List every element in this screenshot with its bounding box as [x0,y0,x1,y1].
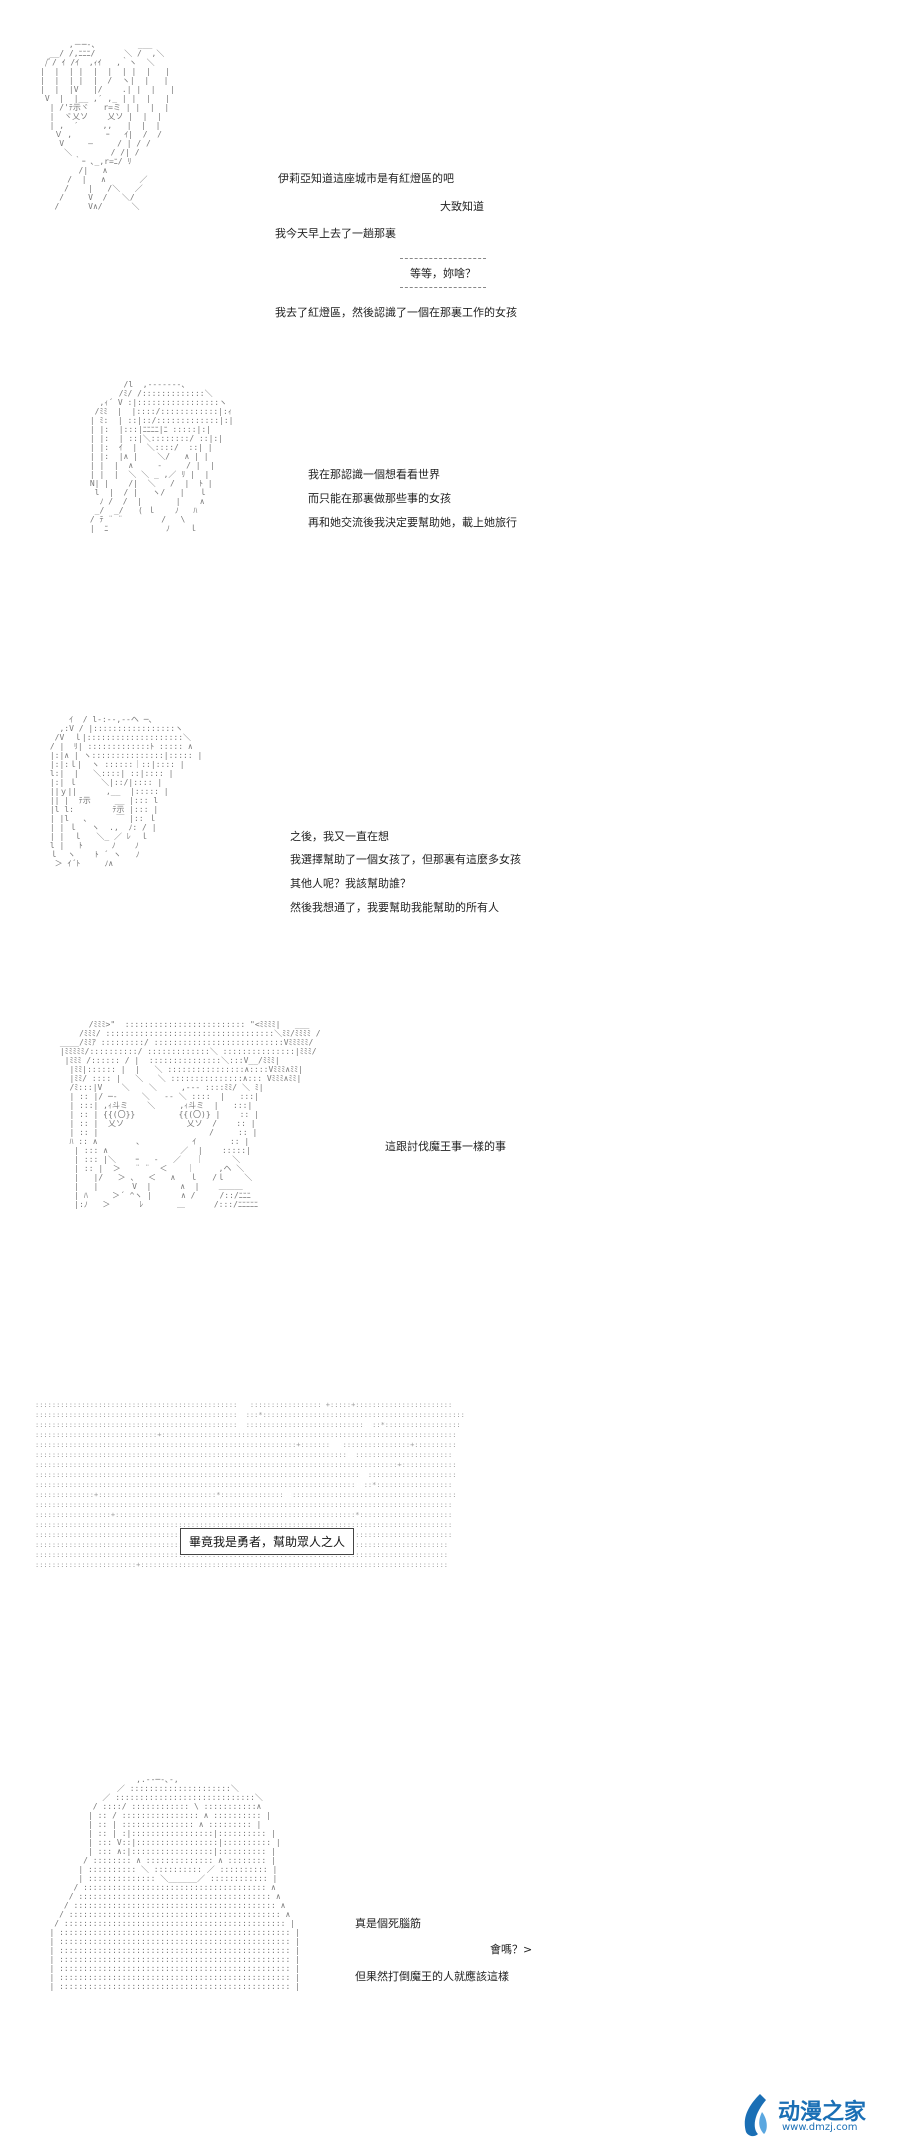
ascii-art-figure-3: ｲ / l-:--,‐-ヘ ─、 ,:V / |::::::::::::::::… [49,715,203,868]
dialogue-line: 我在那認識一個想看看世界 [308,468,440,481]
dialogue-line: 但果然打倒魔王的人就應該這樣 [355,1970,509,1983]
panel-1: ,－─-、 ___ __/ /,ﾆﾆﾆ/ ＼ / ,＼ /ﾞ/ ｲ /ｲ ,ｨｲ… [0,0,900,340]
dialogue-line: 大致知道 [440,200,484,213]
panel-2: /l ,-‐-----、 /ﾐ/ /:::::::::::::＼ ,ｨ´ V :… [0,370,900,670]
ascii-art-figure-6: ,.-‐─-､-, ／ :::::::::::::::::::::＼ ／ :::… [49,1775,300,1991]
dialogue-line: 真是個死腦筋 [355,1917,421,1930]
dialogue-line: 我今天早上去了一趟那裏 [275,227,396,240]
ascii-art-figure-2: /l ,-‐-----、 /ﾐ/ /:::::::::::::＼ ,ｨ´ V :… [89,380,234,533]
dialogue-line: 之後，我又一直在想 [290,830,389,843]
panel-4: /ﾐﾐﾐ>" ::::::::::::::::::::::::: "<ﾐﾐﾐﾐ|… [0,1010,900,1350]
dialogue-line: 這跟討伐魔王事一樣的事 [385,1140,506,1153]
ascii-art-figure-4: /ﾐﾐﾐ>" ::::::::::::::::::::::::: "<ﾐﾐﾐﾐ|… [59,1020,321,1209]
dialogue-line: 再和她交流後我決定要幫助她，載上她旅行 [308,516,517,529]
logo-url: www.dmzj.com [782,2122,858,2133]
ascii-art-figure-1: ,－─-、 ___ __/ /,ﾆﾆﾆ/ ＼ / ,＼ /ﾞ/ ｲ /ｲ ,ｨｲ… [40,40,175,211]
panel-3: ｲ / l-:--,‐-ヘ ─、 ,:V / |::::::::::::::::… [0,705,900,970]
dialogue-line: 其他人呢？我該幫助誰？ [290,877,411,890]
starry-background: ::::::::::::::::::::::::::::::::::::::::… [35,1401,465,1569]
dialogue-line: 會嗎？> [490,1943,533,1956]
panel-6: ,.-‐─-､-, ／ :::::::::::::::::::::＼ ／ :::… [0,1765,900,2150]
panel-5: ::::::::::::::::::::::::::::::::::::::::… [0,1400,900,1720]
brush-stroke-icon [744,2094,767,2137]
speech-bubble: 等等，妳啥？ [400,258,486,288]
narration-box: 畢竟我是勇者，幫助眾人之人 [180,1528,355,1555]
dialogue-line: 我去了紅燈區，然後認識了一個在那裏工作的女孩 [275,306,517,319]
dmzj-logo: 动漫之家 www.dmzj.com [738,2092,888,2140]
logo-name: 动漫之家 [778,2100,867,2125]
dialogue-line: 伊莉亞知道這座城市是有紅燈區的吧 [278,172,454,185]
dialogue-line: 我選擇幫助了一個女孩了，但那裏有這麼多女孩 [290,853,521,866]
dialogue-line: 然後我想通了，我要幫助我能幫助的所有人 [290,901,499,914]
dialogue-line: 而只能在那裏做那些事的女孩 [308,492,451,505]
